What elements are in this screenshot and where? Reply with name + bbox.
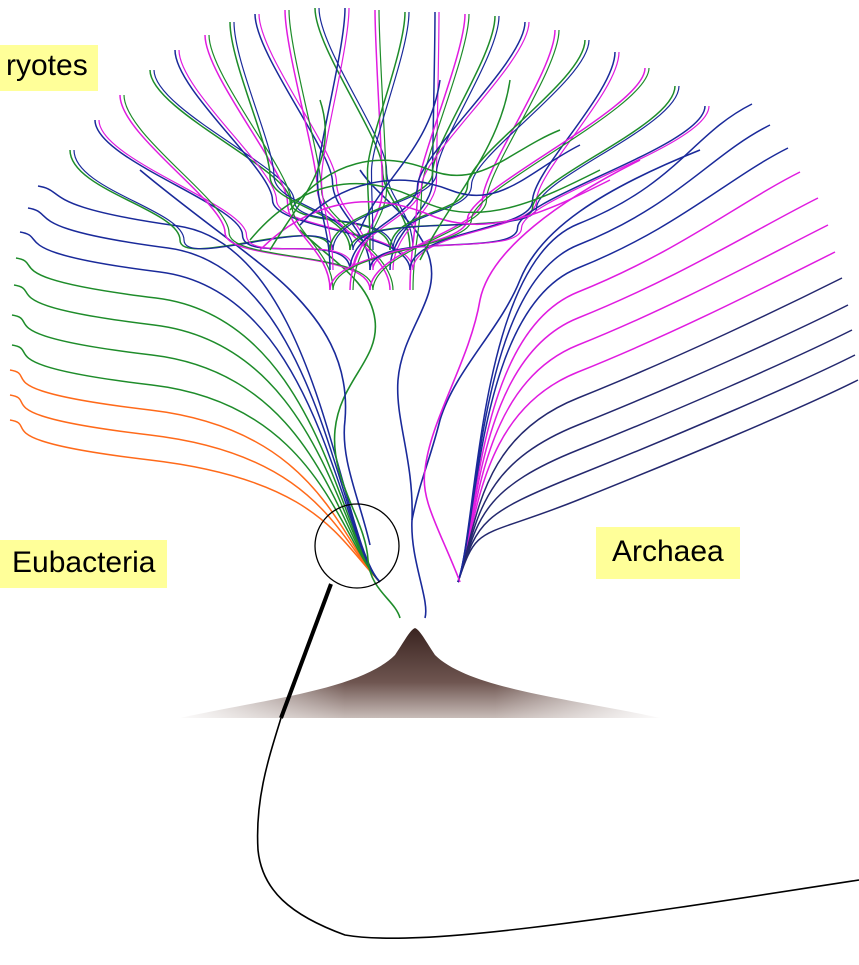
eukaryote-branch [410,52,615,270]
eukaryote-branch [413,14,469,290]
label-eubacteria: Eubacteria [0,540,167,588]
eukaryote-branch [390,40,585,250]
label-archaea: Archaea [596,527,740,579]
label-eukaryotes: ryotes [0,45,98,91]
zoom-loop [258,718,859,938]
archaea-branch [458,125,770,582]
crown-arc [360,80,440,230]
mound-fade [170,620,670,720]
archaea-branch [458,148,788,582]
eukaryote-branch [330,16,495,250]
eukaryote-branch [353,86,679,250]
